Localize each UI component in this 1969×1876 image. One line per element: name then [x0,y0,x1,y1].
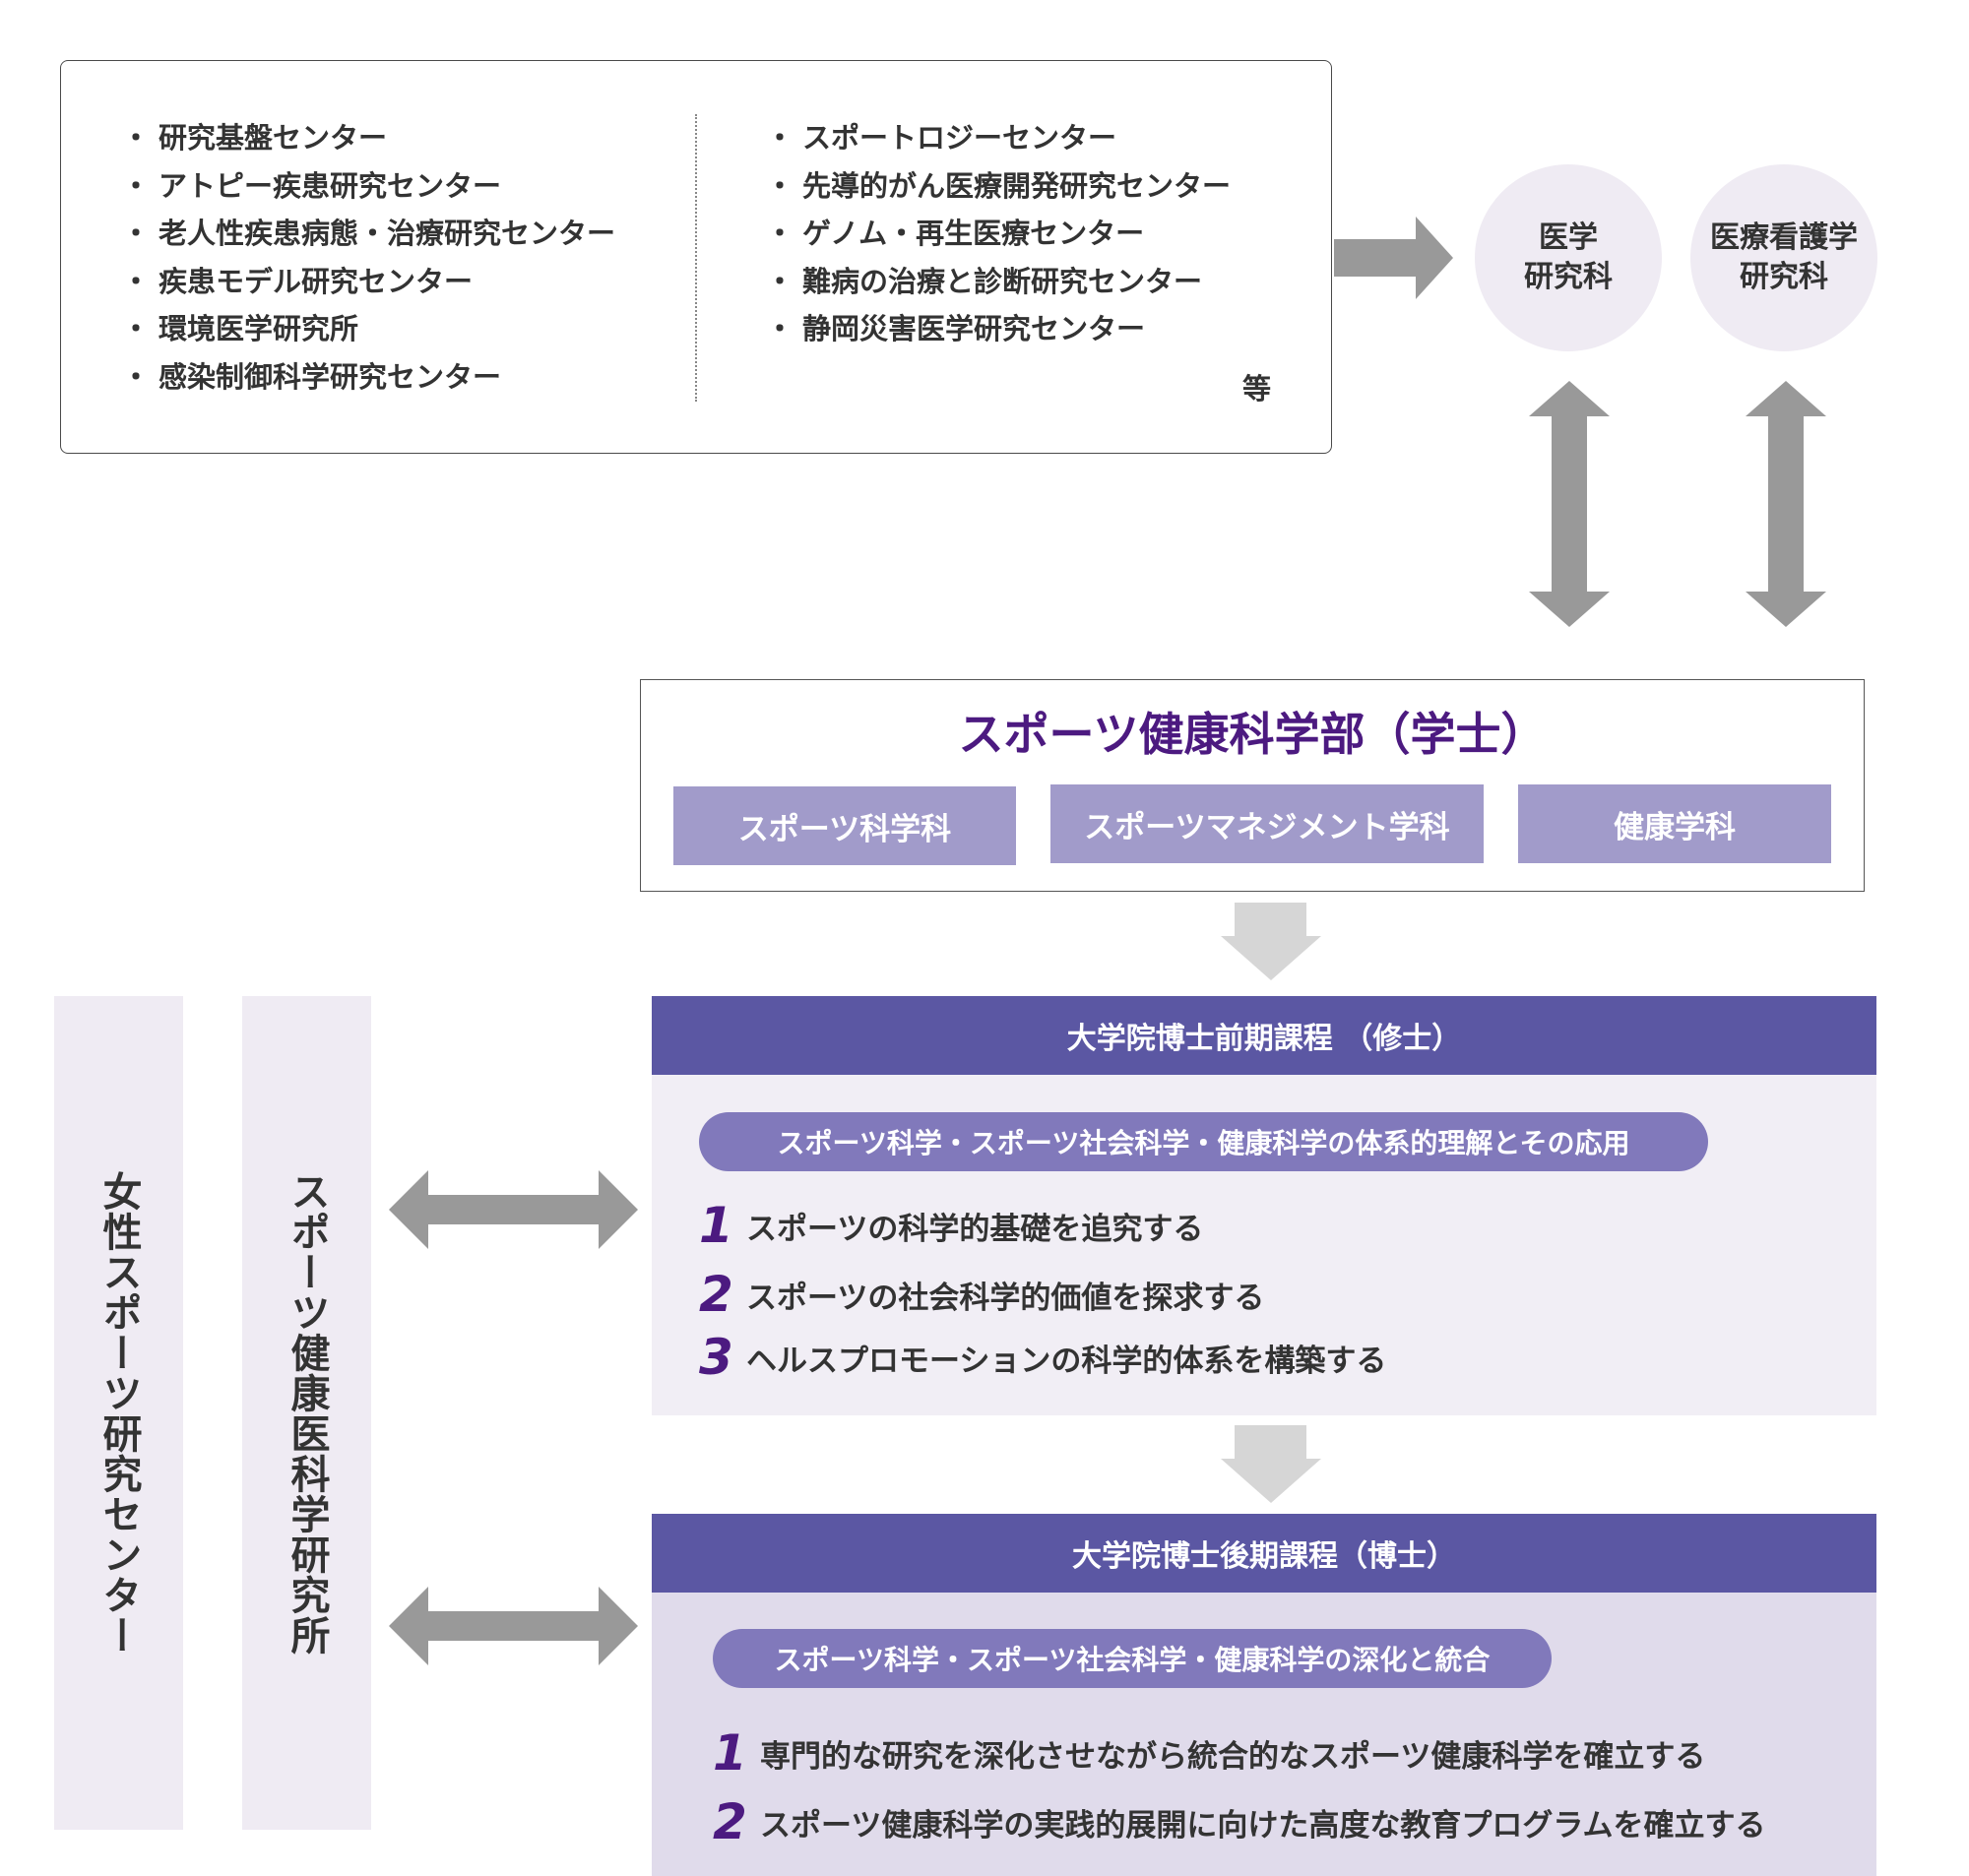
right-arrow-icon [1334,217,1453,299]
doctoral-theme-pill: スポーツ科学・スポーツ社会科学・健康科学の深化と統合 [713,1629,1552,1688]
goal-number: 1 [713,1724,747,1782]
nursing-graduate-school-circle: 医療看護学 研究科 [1690,164,1877,351]
research-list-left: 研究基盤センター アトピー疾患研究センター 老人性疾患病態・治療研究センター 疾… [121,114,615,401]
research-item: スポートロジーセンター [765,114,1231,162]
goal-number: 3 [699,1329,733,1386]
department-sports-management: スポーツマネジメント学科 [1050,784,1484,863]
medical-graduate-school-circle: 医学 研究科 [1475,164,1662,351]
master-goal-item: 3 ヘルスプロモーションの科学的体系を構築する [699,1329,1386,1386]
women-sports-research-center-label: 女性スポーツ研究センター [95,1170,142,1656]
vertical-double-arrow-icon [1746,381,1826,627]
goal-text: スポーツの科学的基礎を追究する [746,1211,1204,1247]
down-flow-arrow-icon [1221,903,1321,980]
research-item: 研究基盤センター [121,114,615,162]
goal-number: 2 [713,1793,747,1850]
master-goal-item: 1 スポーツの科学的基礎を追究する [699,1197,1203,1254]
faculty-title: スポーツ健康科学部（学士） [958,708,1547,761]
doctoral-goal-item: 2 スポーツ健康科学の実践的展開に向けた高度な教育プログラムを確立する [713,1793,1765,1850]
horizontal-double-arrow-icon [389,1170,638,1249]
goal-text: ヘルスプロモーションの科学的体系を構築する [746,1343,1387,1379]
goal-text: 専門的な研究を深化させながら統合的なスポーツ健康科学を確立する [760,1738,1706,1775]
master-theme-pill: スポーツ科学・スポーツ社会科学・健康科学の体系的理解とその応用 [699,1112,1708,1171]
vertical-double-arrow-icon [1529,381,1610,627]
research-item: 老人性疾患病態・治療研究センター [121,210,615,258]
department-sports-science: スポーツ科学科 [673,786,1016,865]
research-etc-label: 等 [1242,372,1272,406]
goal-number: 1 [699,1197,733,1254]
master-goal-item: 2 スポーツの社会科学的価値を探求する [699,1266,1264,1323]
doctoral-course-header: 大学院博士後期課程（博士） [652,1514,1876,1593]
goal-text: スポーツ健康科学の実践的展開に向けた高度な教育プログラムを確立する [760,1807,1766,1844]
sports-health-medical-institute-label: スポーツ健康医科学研究所 [284,1170,330,1656]
nursing-graduate-school-label: 医療看護学 研究科 [1710,220,1858,294]
horizontal-double-arrow-icon [389,1587,638,1665]
women-sports-research-center-box: 女性スポーツ研究センター [54,996,183,1830]
goal-text: スポーツの社会科学的価値を探求する [746,1280,1265,1316]
research-item: 感染制御科学研究センター [121,353,615,402]
goal-number: 2 [699,1266,733,1323]
medical-graduate-school-label: 医学 研究科 [1524,220,1613,294]
research-item: 環境医学研究所 [121,305,615,353]
sports-health-medical-institute-box: スポーツ健康医科学研究所 [242,996,371,1830]
research-divider [695,114,697,402]
research-item: ゲノム・再生医療センター [765,210,1231,258]
master-course-header: 大学院博士前期課程 （修士） [652,996,1876,1075]
research-item: 先導的がん医療開発研究センター [765,162,1231,211]
department-health: 健康学科 [1518,784,1831,863]
research-item: 難病の治療と診断研究センター [765,258,1231,306]
research-list-right: スポートロジーセンター 先導的がん医療開発研究センター ゲノム・再生医療センター… [765,114,1231,353]
doctoral-goal-item: 1 専門的な研究を深化させながら統合的なスポーツ健康科学を確立する [713,1724,1705,1782]
research-item: 疾患モデル研究センター [121,258,615,306]
down-flow-arrow-icon [1221,1425,1321,1503]
research-item: アトピー疾患研究センター [121,162,615,211]
research-item: 静岡災害医学研究センター [765,305,1231,353]
